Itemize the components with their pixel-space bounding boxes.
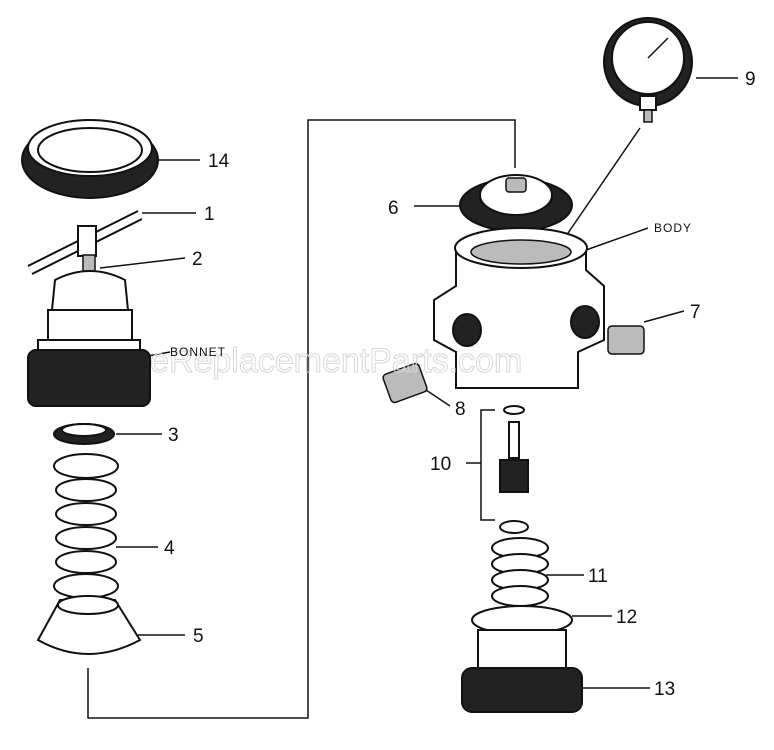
- part-11-spring: [491, 537, 584, 607]
- label-part-12: 12: [616, 607, 637, 628]
- part-4-spring: [53, 453, 158, 599]
- label-part-8: 8: [455, 399, 466, 420]
- label-part-13: 13: [654, 679, 675, 700]
- part-6-diaphragm: [414, 174, 573, 232]
- part-14-ring: [21, 119, 200, 199]
- label-part-7: 7: [690, 302, 701, 323]
- part-10-valve: [466, 405, 529, 534]
- label-part-1: 1: [204, 204, 215, 225]
- part-5-spring-seat: [36, 595, 185, 655]
- label-bonnet: BONNET: [170, 345, 226, 359]
- label-part-10: 10: [430, 454, 451, 475]
- part-bonnet: [27, 254, 186, 407]
- label-part-14: 14: [208, 151, 230, 172]
- part-body: [433, 227, 649, 389]
- part-7-plug: [607, 310, 685, 355]
- label-part-11: 11: [588, 566, 608, 587]
- label-body: BODY: [654, 221, 692, 235]
- part-13-bowl: [461, 629, 650, 713]
- label-part-9: 9: [745, 69, 756, 90]
- part-1-t-handle: [27, 210, 196, 275]
- assembly-connector-line: [87, 119, 516, 719]
- part-3-seal: [53, 423, 162, 445]
- part-8-plug: [382, 362, 451, 407]
- part-9-gauge: [565, 17, 738, 237]
- label-part-4: 4: [164, 538, 175, 559]
- watermark-text: eReplacementParts.com: [150, 342, 522, 380]
- label-part-6: 6: [388, 198, 399, 219]
- label-part-2: 2: [192, 249, 203, 270]
- label-part-3: 3: [168, 425, 179, 446]
- label-part-5: 5: [193, 626, 204, 647]
